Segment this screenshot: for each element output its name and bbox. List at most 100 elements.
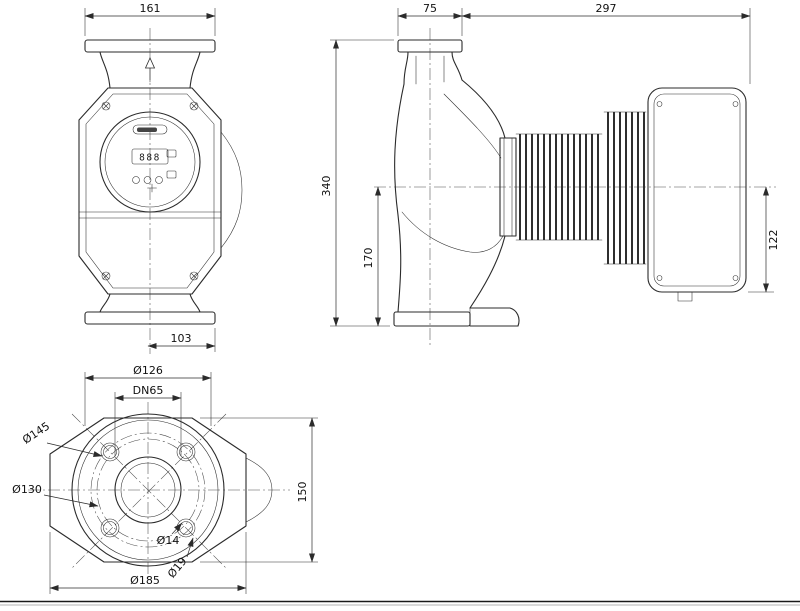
port-bore-lines	[415, 55, 445, 85]
flow-arrow-icon	[144, 57, 156, 83]
clamp-ring	[499, 137, 517, 237]
dimension-d126: Ø126	[84, 364, 212, 426]
heatsink-fins	[607, 112, 645, 264]
dimension-75: 75	[397, 2, 463, 36]
dimension-161: 161	[84, 2, 216, 36]
button-minus	[132, 176, 140, 184]
dim-d126-label: Ø126	[133, 364, 163, 377]
dimension-170: 170	[362, 186, 381, 327]
dimension-103: 103	[147, 328, 216, 352]
cover-screws	[101, 101, 199, 281]
dim-d126-extension-lines	[84, 372, 212, 426]
bolt-circle-145	[90, 432, 206, 548]
front-top-neck	[99, 51, 201, 89]
callout-d14: Ø14	[157, 522, 183, 547]
dimension-d185: Ø185	[49, 532, 247, 594]
bolt-hole-bottom-left	[100, 518, 120, 538]
control-box-inner	[653, 93, 741, 287]
control-box-outer	[647, 87, 747, 293]
dim-d185-extension-lines	[49, 532, 247, 594]
dimension-297: 297	[461, 2, 751, 84]
d130-leader	[43, 494, 99, 508]
sheet-footer-rules	[0, 600, 800, 606]
button-ok	[143, 176, 152, 184]
dim-150-extension-lines	[200, 417, 318, 563]
dim-dn65-extension-lines	[114, 392, 182, 456]
front-volute-bulge	[220, 131, 243, 249]
screw-slots	[102, 102, 198, 280]
brand-plate	[132, 124, 168, 135]
d145-label: Ø145	[20, 420, 52, 447]
mode-icon	[166, 149, 177, 158]
support-foot	[469, 307, 520, 327]
dim-122-label: 122	[767, 230, 780, 251]
side-bottom-flange	[393, 311, 471, 327]
button-plus	[155, 176, 163, 184]
plan-body-octagon	[49, 417, 247, 563]
bolt-hole-top-right	[176, 442, 196, 462]
bolt-circle-130	[96, 438, 200, 542]
flow-arrow-head	[144, 57, 156, 69]
front-bottom-neck	[99, 293, 201, 313]
d130-label: Ø130	[12, 483, 42, 496]
callout-d145: Ø145	[20, 420, 103, 457]
heatsink-fin-stack	[603, 111, 647, 265]
display-value: 888	[139, 153, 161, 164]
cable-connector	[677, 291, 693, 302]
dimension-dn65: DN65	[114, 384, 182, 456]
panel-inner-ring	[104, 116, 196, 208]
bottom-flange-view: Ø126 DN65 Ø145 Ø130 Ø14 Ø19	[12, 364, 318, 594]
bolt-hole-top-left	[100, 442, 120, 462]
flange-outer-circle	[71, 413, 225, 567]
dim-161-label: 161	[140, 2, 161, 15]
dim-75-label: 75	[423, 2, 437, 15]
dim-161-extension-lines	[84, 8, 216, 36]
panel-outer-ring	[99, 111, 201, 213]
front-view: 888 161 103	[78, 2, 243, 354]
box-screws	[656, 101, 739, 281]
dim-150-label: 150	[296, 482, 309, 503]
dim-75-extension-lines	[397, 8, 463, 36]
fin-stack-edges	[515, 133, 603, 241]
dim-d185-label: Ø185	[130, 574, 160, 587]
side-view: 75 297 340 170 122	[320, 2, 780, 348]
d14-label: Ø14	[157, 534, 180, 547]
dimension-150: 150	[200, 417, 318, 563]
side-top-flange	[397, 39, 463, 53]
dim-340-extension-lines	[330, 39, 394, 327]
panel-leader-marks	[147, 183, 157, 193]
setting-icon	[166, 170, 177, 179]
side-top-neck	[403, 51, 463, 85]
volute-spiral-2	[401, 211, 504, 253]
screw-heads	[101, 101, 199, 281]
control-panel: 888	[99, 111, 201, 213]
dim-103-label: 103	[171, 332, 192, 345]
brand-logo	[137, 127, 157, 132]
volute-right-shoulder	[461, 79, 506, 139]
d14-leader	[171, 522, 183, 535]
display-frame	[131, 148, 169, 165]
d145-leader	[46, 442, 103, 457]
dimension-122: 122	[748, 186, 780, 293]
clamp-ring-lines	[503, 137, 513, 237]
dim-297-label: 297	[596, 2, 617, 15]
callout-d130: Ø130	[12, 483, 99, 508]
flange-diagonal-centerlines	[71, 413, 227, 569]
dim-170-label: 170	[362, 248, 375, 269]
d19-leader	[186, 537, 194, 558]
flange-raised-face-circle	[77, 419, 219, 561]
stator-fin-stack	[515, 133, 603, 241]
bore-circle-dn65	[114, 456, 182, 524]
front-body-octagon	[78, 87, 222, 295]
dim-340-label: 340	[320, 176, 333, 197]
bolt-holes	[100, 442, 196, 538]
volute-lower-right	[469, 235, 506, 309]
volute-left-edge	[394, 83, 405, 313]
plan-volute-bulge	[245, 457, 273, 523]
d19-label: Ø19	[165, 555, 190, 581]
bore-inner-circle	[120, 462, 176, 518]
stator-fins	[519, 134, 599, 240]
dim-dn65-label: DN65	[133, 384, 164, 397]
volute-spiral-1	[443, 93, 502, 159]
